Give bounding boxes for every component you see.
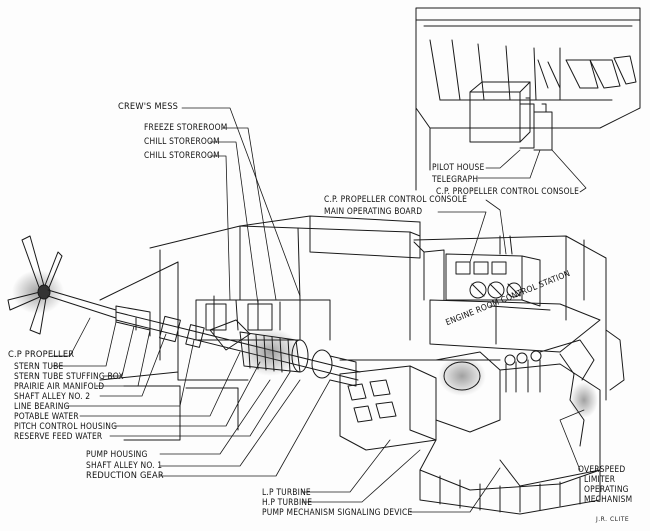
- label-overspeed-line-1: OVERSPEED: [578, 464, 626, 474]
- label-stern-tube-stuffing-box: STERN TUBE STUFFING BOX: [14, 371, 124, 381]
- propeller-drawing: [7, 235, 151, 335]
- label-lp-turbine: L.P TURBINE: [262, 487, 311, 497]
- label-pilot-house: PILOT HOUSE: [432, 162, 485, 172]
- artist-signature: J.R. CLITE: [596, 516, 630, 523]
- label-chill-storeroom-1: CHILL STOREROOM: [144, 136, 220, 146]
- shaft-line-drawing: [115, 311, 361, 387]
- label-overspeed-line-4: MECHANISM: [584, 494, 633, 504]
- label-line-bearing: LINE BEARING: [14, 401, 70, 411]
- label-cp-console-pilot-house: C.P. PROPELLER CONTROL CONSOLE: [436, 186, 580, 196]
- label-pump-housing: PUMP HOUSING: [86, 449, 148, 459]
- label-pump-mechanism-signaling-device: PUMP MECHANISM SIGNALING DEVICE: [262, 507, 413, 517]
- label-pitch-control-housing: PITCH CONTROL HOUSING: [14, 421, 118, 431]
- control-console-drawing: [429, 235, 601, 353]
- label-hp-turbine: H.P TURBINE: [262, 497, 313, 507]
- label-main-operating-board: MAIN OPERATING BOARD: [324, 206, 423, 216]
- label-potable-water: POTABLE WATER: [14, 411, 79, 421]
- label-stern-tube: STERN TUBE: [14, 361, 64, 371]
- label-prairie-air-manifold: PRAIRIE AIR MANIFOLD: [14, 381, 105, 391]
- label-shaft-alley-1: SHAFT ALLEY NO. 1: [86, 460, 163, 470]
- reduction-gear-turbines-drawing: [339, 329, 625, 515]
- label-shaft-alley-2: SHAFT ALLEY NO. 2: [14, 391, 91, 401]
- label-reduction-gear: REDUCTION GEAR: [86, 470, 164, 481]
- label-telegraph: TELEGRAPH: [432, 174, 479, 184]
- label-crews-mess: CREW'S MESS: [118, 101, 179, 112]
- leader-lines: [51, 107, 587, 513]
- label-cp-console-main: C.P. PROPELLER CONTROL CONSOLE: [324, 194, 468, 204]
- label-freeze-storeroom: FREEZE STOREROOM: [144, 122, 228, 132]
- pilot-house-drawing: [415, 7, 641, 191]
- label-reserve-feed-water: RESERVE FEED WATER: [14, 431, 103, 441]
- label-overspeed-line-3: OPERATING: [584, 484, 629, 494]
- label-chill-storeroom-2: CHILL STOREROOM: [144, 150, 220, 160]
- label-overspeed-line-2: LIMITER: [584, 474, 616, 484]
- label-cp-propeller: C.P PROPELLER: [8, 349, 75, 360]
